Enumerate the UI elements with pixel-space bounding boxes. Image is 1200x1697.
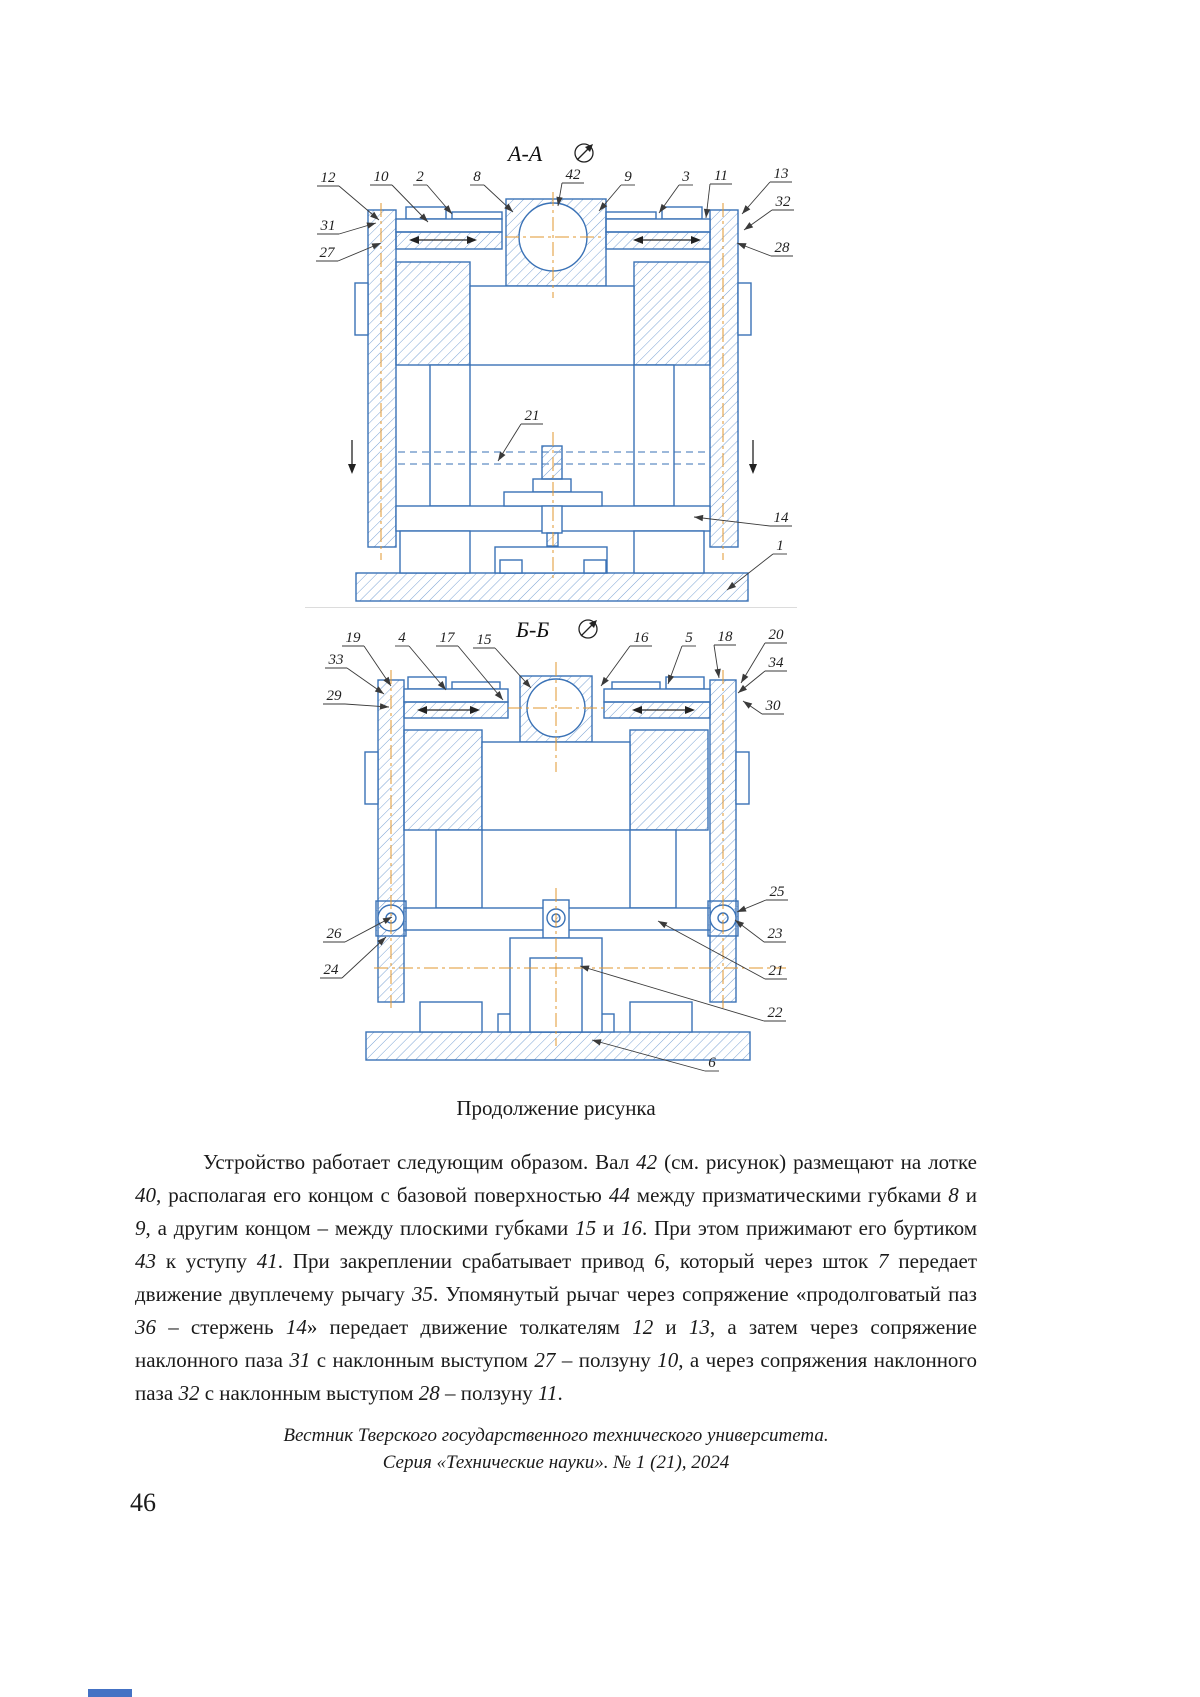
page-edge-artifact	[88, 1689, 132, 1697]
callout-label: 2	[416, 169, 424, 185]
callout-label: 21	[525, 408, 540, 424]
callout-label: 19	[346, 630, 362, 646]
callout-label: 32	[775, 194, 792, 210]
callout-label: 34	[768, 655, 785, 671]
callout-label: 12	[321, 170, 337, 186]
callout-label: 42	[566, 167, 582, 183]
callout-label: 16	[634, 630, 650, 646]
callout-label: 8	[473, 169, 481, 185]
figure-section-aa: А-А	[316, 141, 794, 602]
callout-label: 14	[774, 510, 790, 526]
callout-label: 26	[327, 926, 343, 942]
callout-label: 27	[320, 245, 337, 261]
callout-label: 5	[685, 630, 693, 646]
section-aa-drawing: А-А	[348, 141, 757, 602]
left-column	[367, 209, 397, 548]
base-plate	[365, 1031, 751, 1061]
callout-label: 3	[681, 169, 690, 185]
rotated-view-icon	[578, 619, 598, 639]
base-plate	[355, 572, 749, 602]
callout-label: 18	[718, 629, 734, 645]
figure-title: Б-Б	[515, 617, 549, 642]
callout-layer: 19 4 17 15 16 5 18 20 33 29 34 30 25 23 21 22 26 24 6	[320, 627, 788, 1072]
figure-title: А-А	[506, 141, 543, 166]
callout-label: 25	[770, 884, 786, 900]
right-column	[709, 209, 739, 548]
callout-label: 24	[324, 962, 340, 978]
section-bb-drawing: Б-Б	[364, 617, 786, 1061]
callout-label: 4	[398, 630, 406, 646]
callout-label: 23	[768, 926, 783, 942]
rotated-view-icon	[574, 143, 594, 163]
callout-label: 1	[776, 538, 784, 554]
section-arrows	[348, 440, 757, 474]
callout-label: 11	[714, 168, 728, 184]
centerlines	[374, 662, 786, 1046]
figure-separator	[305, 607, 797, 608]
callout-label: 6	[708, 1055, 716, 1071]
journal-footer: Вестник Тверского государственного техни…	[135, 1422, 977, 1476]
journal-footer-line2: Серия «Технические науки». № 1 (21), 202…	[382, 1452, 730, 1473]
page-number: 46	[130, 1488, 156, 1517]
callout-label: 33	[328, 652, 344, 668]
callout-label: 17	[440, 630, 457, 646]
journal-footer-line1: Вестник Тверского государственного техни…	[283, 1425, 829, 1446]
callout-label: 13	[774, 166, 789, 182]
callout-label: 28	[775, 240, 791, 256]
callout-label: 9	[624, 169, 632, 185]
callout-label: 29	[327, 688, 343, 704]
callout-label: 15	[477, 632, 493, 648]
callout-label: 31	[320, 218, 336, 234]
centerlines	[380, 192, 724, 582]
callout-label: 21	[769, 963, 784, 979]
figure-section-bb: Б-Б	[320, 617, 788, 1072]
motion-arrows	[409, 236, 701, 244]
figure-caption: Продолжение рисунка	[456, 1096, 656, 1120]
callout-label: 20	[769, 627, 785, 643]
body-paragraph: Устройство работает следующим образом. В…	[135, 1150, 978, 1405]
callout-label: 30	[765, 698, 782, 714]
callout-label: 22	[768, 1005, 784, 1021]
callout-label: 10	[374, 169, 390, 185]
motion-arrows	[417, 706, 695, 714]
